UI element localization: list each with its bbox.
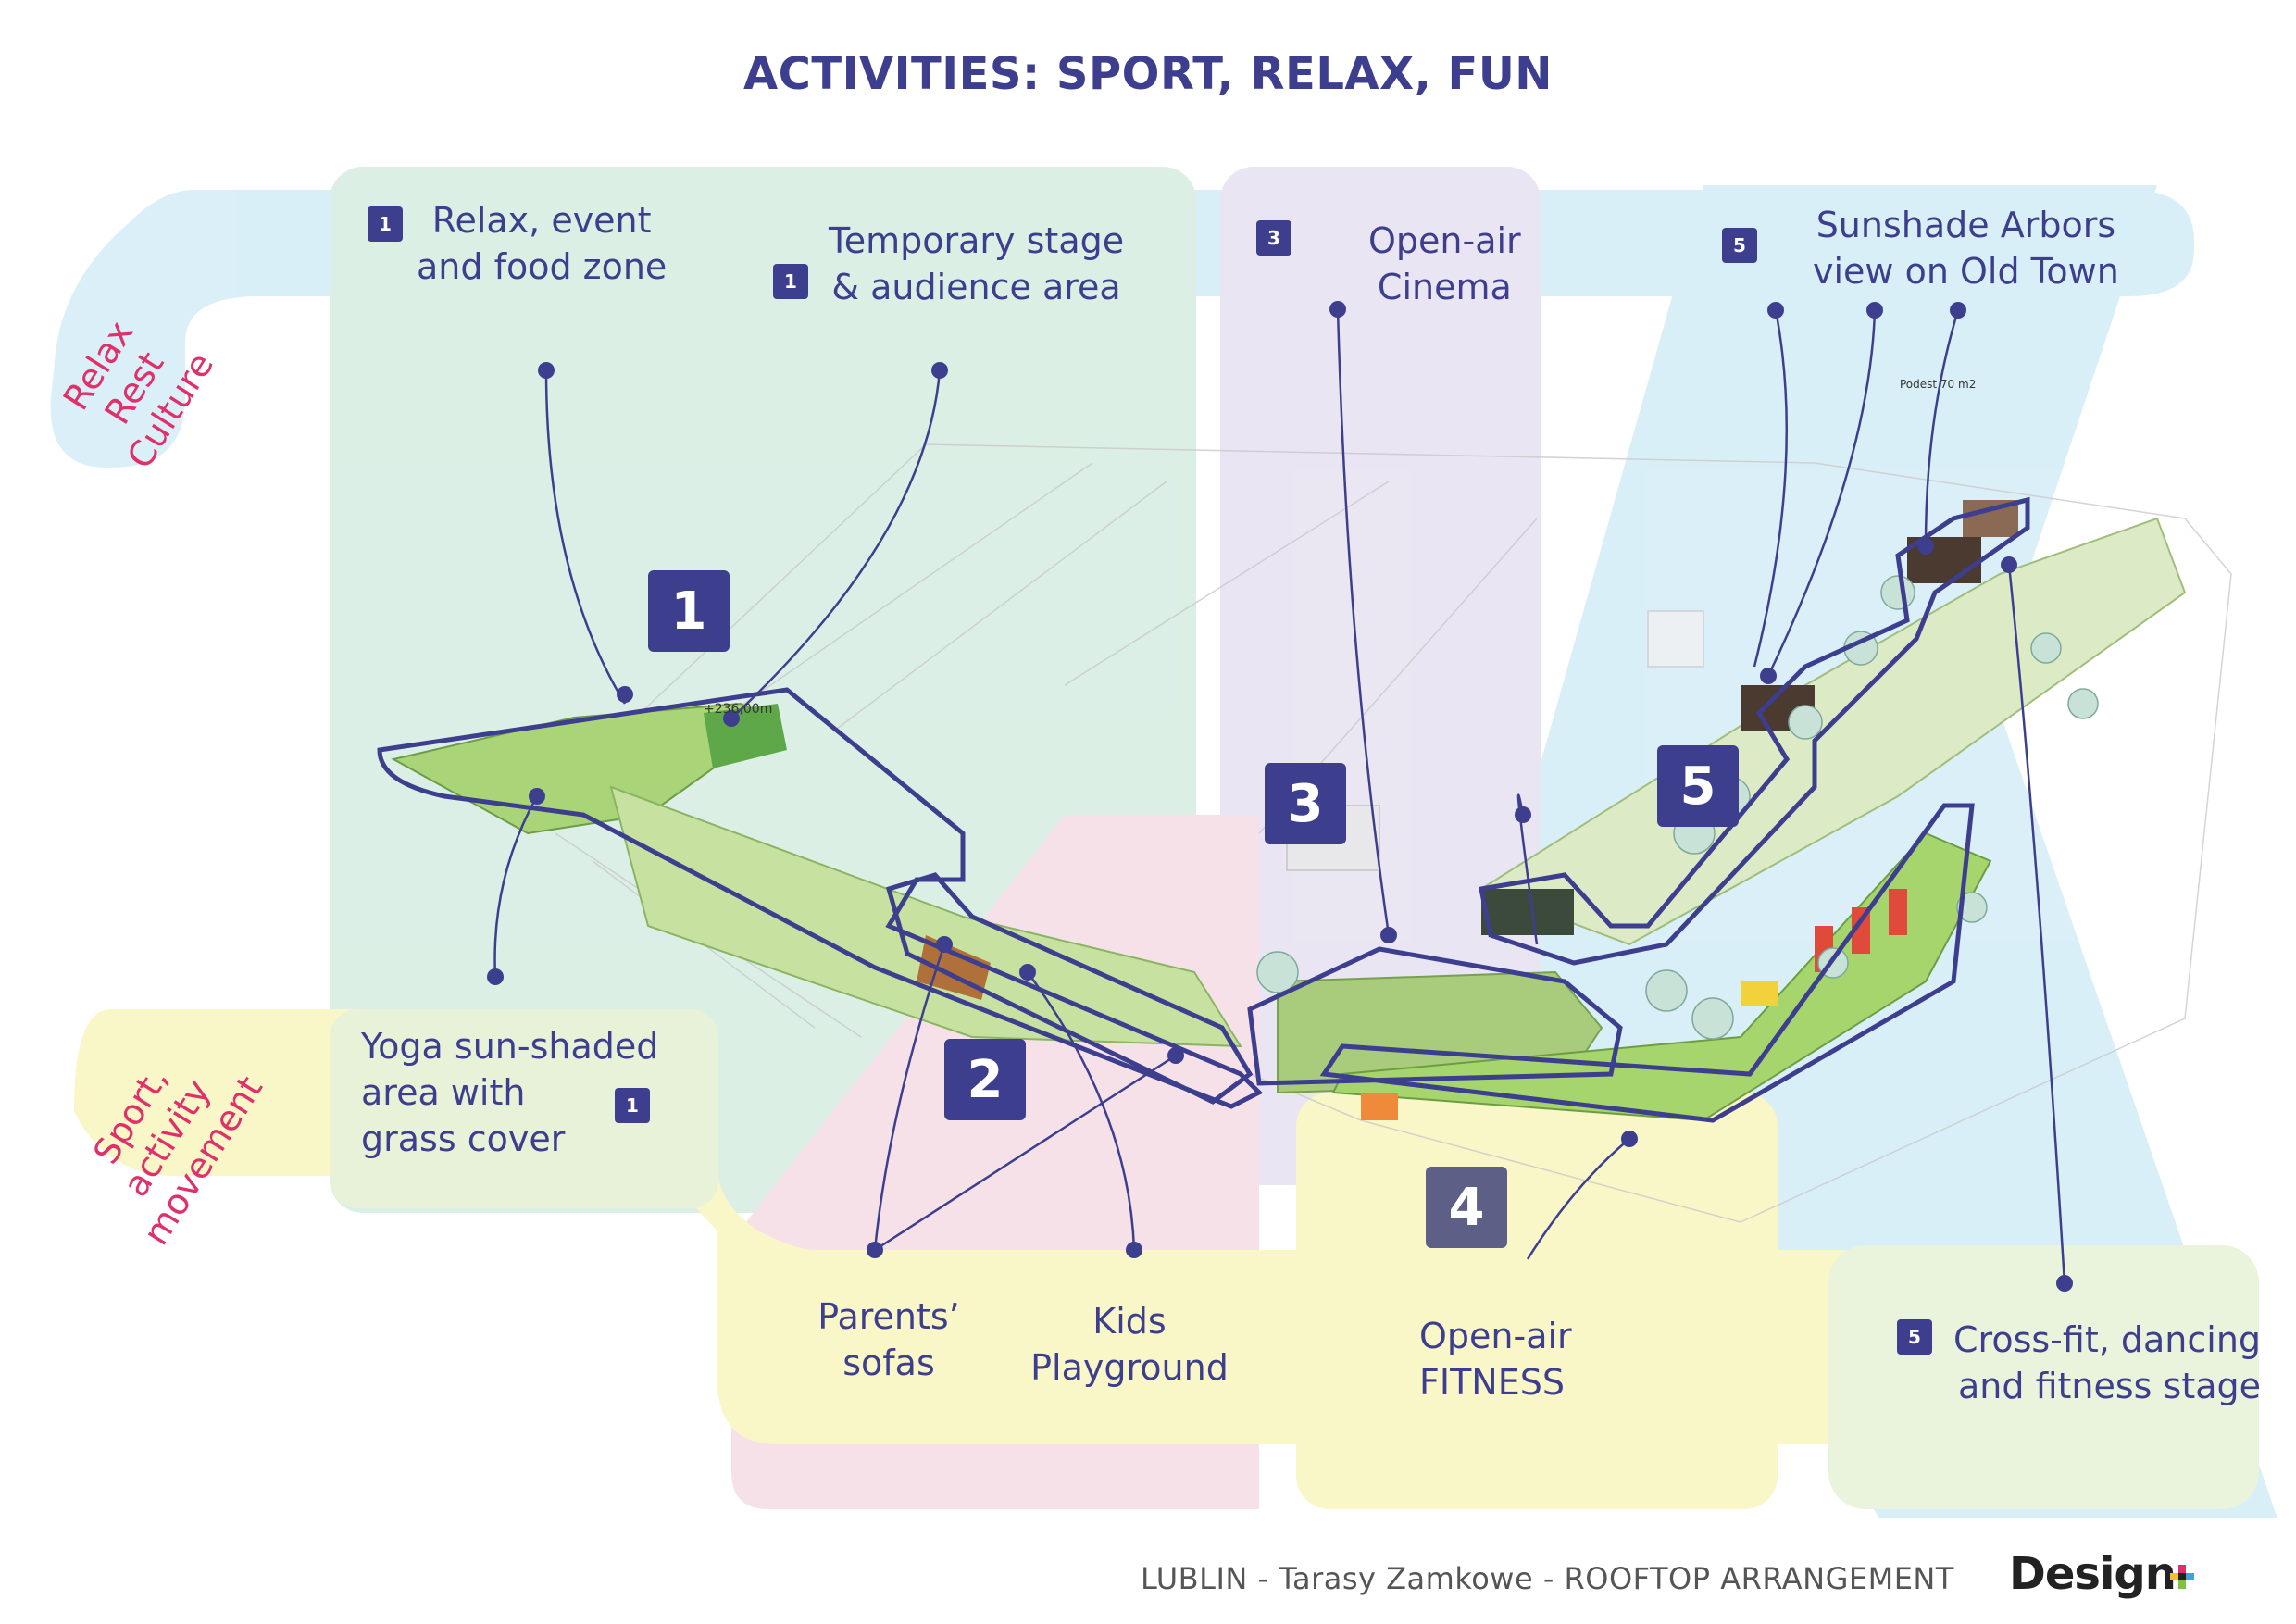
label-line: Cinema <box>1377 267 1512 307</box>
zone-number-badge: 1 <box>773 264 808 299</box>
map-badge-2: 2 <box>944 1039 1026 1120</box>
label-line: Relax, event <box>431 200 652 241</box>
label-line: Parents’ <box>817 1296 960 1337</box>
relax-event-food-label: Relax, event and food zone <box>417 197 667 290</box>
label-line: and food zone <box>417 246 668 287</box>
leader-dot-icon <box>723 710 740 727</box>
sunshade-arbors-label: Sunshade Arbors view on Old Town <box>1813 202 2119 294</box>
label-line: and fitness stage <box>1958 1366 2262 1406</box>
leader-dot-icon <box>1760 668 1777 684</box>
zone-outlines <box>377 496 2030 1123</box>
yoga-label: Yoga sun-shaded area with grass cover <box>361 1023 658 1162</box>
kids-playground-label: Kids Playground <box>1028 1298 1231 1391</box>
zone-4-outline <box>1319 803 1975 1123</box>
leader-dots <box>487 301 2073 1292</box>
leader-dot-icon <box>1019 964 1036 981</box>
zone-3-outline <box>1247 946 1623 1086</box>
label-line: Open-air <box>1419 1316 1572 1356</box>
level-annotation: +236,00m <box>704 702 772 717</box>
zone-number-badge: 1 <box>368 206 403 242</box>
label-line: & audience area <box>831 267 1121 307</box>
yoga-zone <box>330 1009 718 1208</box>
leader-dot-icon <box>1917 538 1934 555</box>
fitness-label: Open-air FITNESS <box>1419 1313 1572 1405</box>
leader-lines <box>493 308 2066 1284</box>
leader-dot-icon <box>617 686 633 703</box>
label-line: Playground <box>1030 1347 1229 1388</box>
leader-dot-icon <box>867 1242 883 1258</box>
zone-number-badge: 5 <box>1897 1319 1932 1355</box>
crossfit-label: Cross-fit, dancing and fitness stage <box>1953 1317 2261 1409</box>
zone-number-badge: 1 <box>615 1088 650 1123</box>
plus-logo-icon <box>2170 1565 2194 1589</box>
leader-dot-icon <box>1621 1131 1638 1147</box>
leader-dot-icon <box>538 362 555 379</box>
label-line: Temporary stage <box>829 220 1125 261</box>
map-badge-1: 1 <box>648 570 730 652</box>
leader-dot-icon <box>1380 927 1397 943</box>
label-line: grass cover <box>361 1118 566 1159</box>
parents-sofas-label: Parents’ sofas <box>810 1293 967 1386</box>
label-line: Kids <box>1092 1301 1167 1342</box>
leader-dot-icon <box>1329 301 1346 318</box>
label-line: Sunshade Arbors <box>1816 205 2116 245</box>
zone-2-outline <box>885 872 1254 1105</box>
zone-5-outline <box>1479 496 2030 966</box>
footer-caption: LUBLIN - Tarasy Zamkowe - ROOFTOP ARRANG… <box>1141 1561 1954 1596</box>
sunshade-arbor <box>1481 889 1574 935</box>
temporary-stage-label: Temporary stage & audience area <box>829 218 1124 310</box>
crossfit-zone <box>1828 1245 2259 1509</box>
leader-dot-icon <box>529 788 545 805</box>
cinema-zone <box>1220 167 1541 1185</box>
leader-dot-icon <box>1515 806 1531 823</box>
leader-dot-icon <box>1866 302 1883 319</box>
map-badge-4: 4 <box>1426 1167 1507 1248</box>
label-line: Yoga sun-shaded <box>361 1026 659 1067</box>
fitness-zone <box>1296 1093 1778 1509</box>
label-line: area with <box>361 1072 526 1113</box>
map-badge-5: 5 <box>1657 745 1739 827</box>
label-line: view on Old Town <box>1813 251 2119 292</box>
map-badge-3: 3 <box>1265 763 1346 844</box>
leader-dot-icon <box>487 968 504 985</box>
page-title: ACTIVITIES: SPORT, RELAX, FUN <box>743 48 1553 100</box>
podest-annotation: Podest 70 m2 <box>1900 378 1977 391</box>
label-line: sofas <box>842 1343 935 1383</box>
leader-dot-icon <box>1126 1242 1142 1258</box>
label-line: Cross-fit, dancing <box>1953 1319 2262 1360</box>
zone-number-badge: 3 <box>1256 220 1292 256</box>
leader-dot-icon <box>936 936 953 953</box>
zone-number-badge: 5 <box>1722 228 1757 263</box>
leader-dot-icon <box>1950 302 1966 319</box>
leader-dot-icon <box>1767 302 1784 319</box>
label-line: FITNESS <box>1419 1362 1565 1403</box>
leader-dot-icon <box>931 362 948 379</box>
leader-dot-icon <box>2056 1275 2073 1292</box>
label-line: Open-air <box>1368 220 1521 261</box>
design-logo: Design <box>2009 1548 2177 1600</box>
leader-dot-icon <box>1167 1047 1184 1064</box>
fitness-color-pads <box>1361 889 1907 1120</box>
cinema-label: Open-air Cinema <box>1368 218 1521 310</box>
leader-dot-icon <box>2001 556 2017 573</box>
